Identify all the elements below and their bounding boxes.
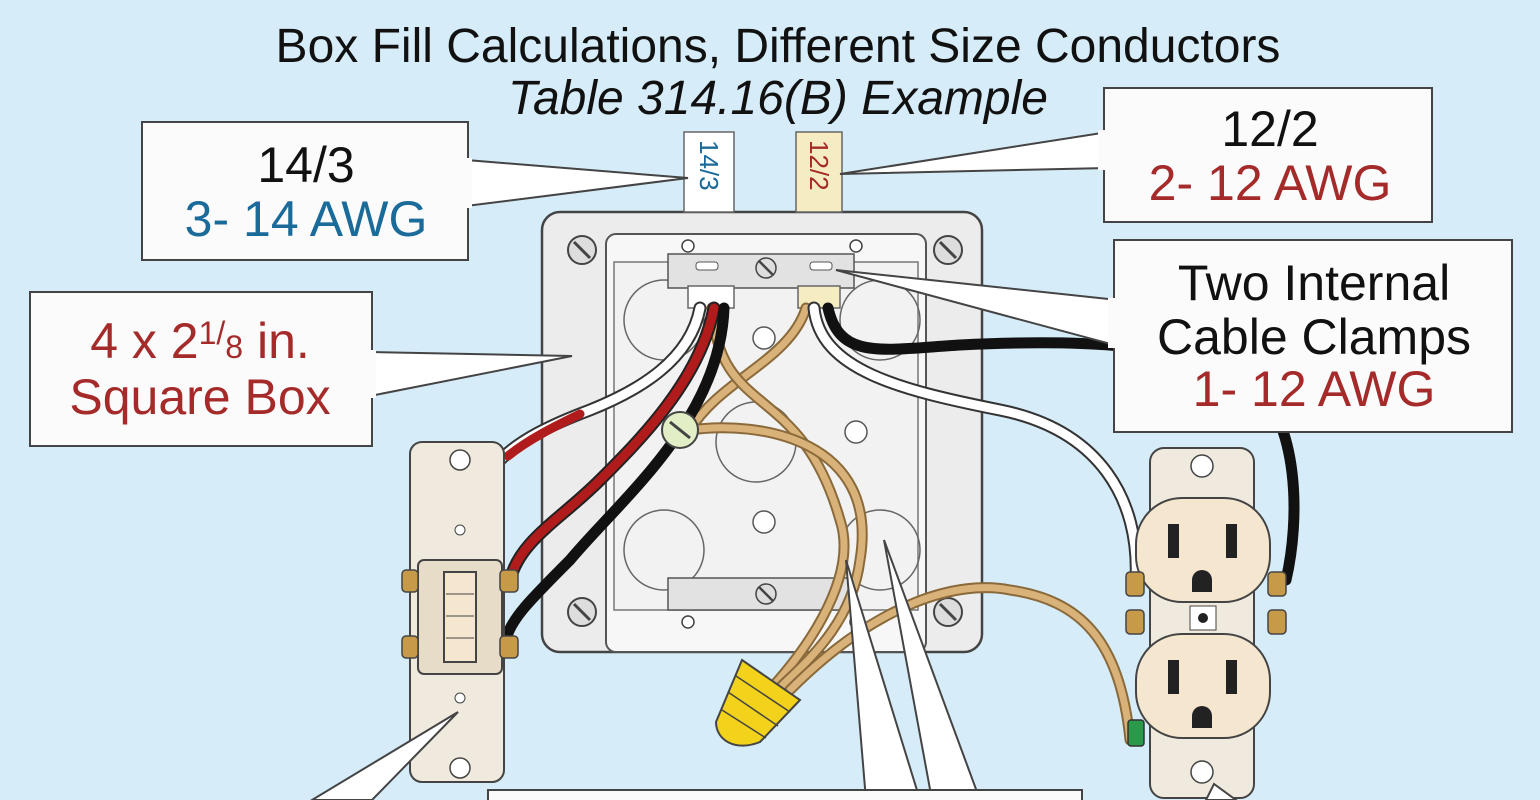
box-hole — [752, 326, 776, 350]
clamp-screw-icon — [755, 583, 777, 605]
diagram-title: Box Fill Calculations, Different Size Co… — [276, 20, 1281, 73]
green-ground-screw-icon — [1127, 719, 1145, 747]
callout-pointer — [839, 130, 1109, 175]
callout-grounds-partial — [487, 789, 1083, 800]
callout-122-conductor-count: 2- 12 AWG — [1149, 155, 1392, 211]
box-corner-screw-icon — [933, 597, 963, 627]
hot-black-wire-143 — [500, 302, 730, 646]
callout-clamps-line2: Cable Clamps — [1157, 309, 1471, 365]
box-hole — [844, 420, 868, 444]
callout-cable-clamps: Two Internal Cable Clamps 1- 12 AWG — [1108, 239, 1513, 433]
terminal-screw-icon — [499, 569, 519, 593]
callout-box-type: Square Box — [69, 369, 330, 425]
box-corner-screw-icon — [933, 235, 963, 265]
callout-cable-143: 14/3 3- 14 AWG — [141, 121, 472, 261]
callout-box-size: 4 x 21/8 in. Square Box — [29, 291, 376, 447]
cable-143-tag: 14/3 — [694, 140, 724, 191]
box-hole — [752, 510, 776, 534]
cable-122-jacket: 12/2 — [795, 131, 843, 213]
callout-pointer — [883, 539, 982, 800]
callout-pointer — [310, 711, 459, 800]
wire-nut-icon — [714, 658, 802, 747]
callout-122-cable-label: 12/2 — [1221, 101, 1318, 157]
knockout — [623, 509, 705, 591]
callout-clamps-line1: Two Internal — [1178, 255, 1450, 311]
diagram-subtitle: Table 314.16(B) Example — [508, 72, 1048, 125]
callout-clamps-conductor-count: 1- 12 AWG — [1193, 361, 1436, 417]
receptacle-outlet-upper — [1135, 497, 1271, 603]
receptacle-outlet-lower — [1135, 633, 1271, 739]
toggle-switch-device — [401, 441, 519, 783]
terminal-screw-icon — [1125, 571, 1145, 597]
box-corner-screw-icon — [567, 235, 597, 265]
cable-122-tag: 12/2 — [804, 140, 834, 191]
callout-box-dimensions: 4 x 21/8 in. — [90, 313, 310, 369]
clamp-screw-icon — [755, 257, 777, 279]
callout-cable-122: 12/2 2- 12 AWG — [1098, 87, 1433, 223]
box-corner-screw-icon — [567, 597, 597, 627]
cable-143-jacket: 14/3 — [683, 131, 735, 213]
terminal-screw-icon — [1267, 571, 1287, 597]
callout-pointer — [465, 158, 689, 208]
callout-143-conductor-count: 3- 14 AWG — [185, 191, 428, 247]
callout-pointer — [845, 559, 922, 800]
callout-143-cable-label: 14/3 — [257, 137, 354, 193]
duplex-receptacle-device — [1125, 447, 1287, 799]
callout-pointer — [1204, 782, 1238, 800]
ground-screw-icon — [661, 411, 699, 449]
terminal-screw-icon — [499, 635, 519, 659]
